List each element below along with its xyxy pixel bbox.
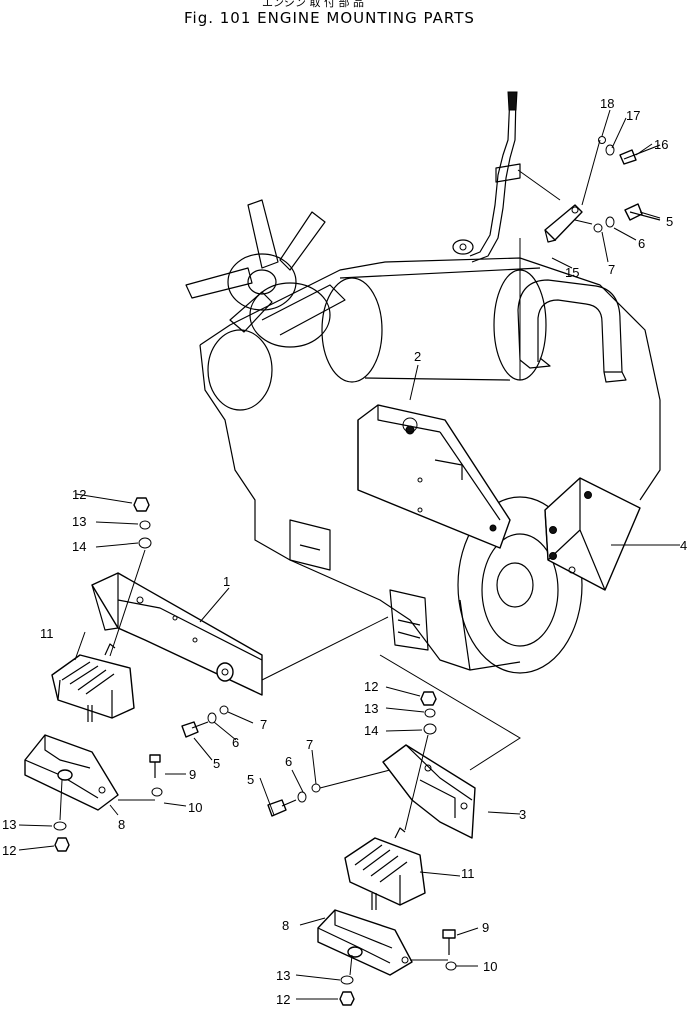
callout-labels: 1 2 3 4 5 5 5 6 6 6 7 7 7 8 8 9 9 10 10 … (2, 96, 687, 1007)
callout-6-b: 6 (232, 735, 239, 750)
callout-8-b: 8 (282, 918, 289, 933)
callout-9-b: 9 (482, 920, 489, 935)
callout-6-c: 6 (285, 754, 292, 769)
bracket-part-4 (544, 477, 641, 591)
bracket-part-3 (382, 744, 476, 839)
callout-1: 1 (223, 574, 230, 589)
figure-subtitle-jp: エンジン 取 付 部 品 (262, 0, 364, 9)
callout-7-a: 7 (608, 262, 615, 277)
mount-base-8-right (317, 909, 413, 976)
bracket-part-1 (91, 572, 263, 696)
callout-7-b: 7 (260, 717, 267, 732)
figure-header: エンジン 取 付 部 品 Fig. 101 ENGINE MOUNTING PA… (184, 0, 475, 27)
callout-12-b: 12 (364, 679, 378, 694)
engine-body (185, 199, 661, 674)
gauge-tube-and-clip-15 (452, 91, 601, 263)
callout-12-a: 12 (72, 487, 86, 502)
hardware-left (53, 497, 163, 852)
leader-lines (18, 109, 680, 1000)
callout-6-a: 6 (638, 236, 645, 251)
callout-5-b: 5 (213, 756, 220, 771)
callout-17: 17 (626, 108, 640, 123)
bracket-part-2 (357, 404, 511, 549)
callout-12-c: 12 (2, 843, 16, 858)
callout-13-a: 13 (72, 514, 86, 529)
hardware-upper-right (593, 136, 661, 233)
callout-11-b: 11 (461, 866, 475, 881)
rubber-mount-11-right (344, 827, 426, 910)
rubber-mount-11-left (51, 643, 135, 722)
callout-15: 15 (565, 265, 579, 280)
callout-13-d: 13 (276, 968, 290, 983)
callout-18: 18 (600, 96, 614, 111)
callout-2: 2 (414, 349, 421, 364)
callout-13-c: 13 (2, 817, 16, 832)
callout-10-b: 10 (483, 959, 497, 974)
callout-3: 3 (519, 807, 526, 822)
figure-title: Fig. 101 ENGINE MOUNTING PARTS (184, 9, 475, 27)
callout-5-c: 5 (247, 772, 254, 787)
mount-base-8-left (24, 734, 119, 811)
callout-11-a: 11 (40, 626, 54, 641)
callout-8-a: 8 (118, 817, 125, 832)
callout-13-b: 13 (364, 701, 378, 716)
callout-12-d: 12 (276, 992, 290, 1007)
callout-10-a: 10 (188, 800, 202, 815)
callout-14-a: 14 (72, 539, 86, 554)
callout-14-b: 14 (364, 723, 378, 738)
callout-7-c: 7 (306, 737, 313, 752)
callout-4: 4 (680, 538, 687, 553)
callout-9-a: 9 (189, 767, 196, 782)
callout-5-a: 5 (666, 214, 673, 229)
callout-16: 16 (654, 137, 668, 152)
